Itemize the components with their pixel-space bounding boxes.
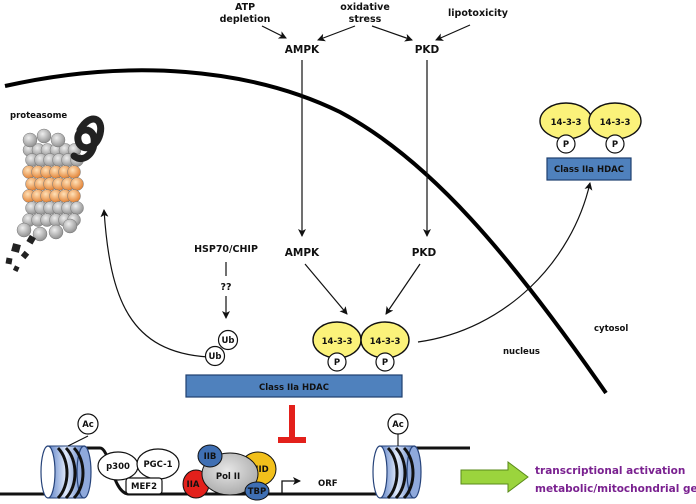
phospho-circle-4 <box>375 352 395 372</box>
tbp-label: TBP <box>248 487 267 497</box>
phospho-circle-3 <box>327 352 347 372</box>
ac-label-right: Ac <box>392 420 404 430</box>
outcome-line-1: transcriptional activation <box>535 465 685 477</box>
hdac-label-nucleus: Class IIa HDAC <box>259 383 329 393</box>
nucleosome-right: Ac <box>372 413 422 500</box>
ampk-top-label: AMPK <box>285 44 320 56</box>
transcription-start-arrow <box>281 477 301 494</box>
acetyl-tail-left <box>67 435 89 447</box>
phospho-label-1: P <box>563 140 569 150</box>
mef2-label: MEF2 <box>131 482 157 492</box>
phospho-label-4: P <box>382 358 388 368</box>
oxidative-label: oxidative <box>340 2 390 13</box>
hdac-box-nucleus <box>185 374 403 398</box>
ubiquitin-circle-2 <box>204 345 226 367</box>
lipotoxicity-label: lipotoxicity <box>448 8 509 19</box>
pkd-top-label: PKD <box>415 44 440 56</box>
atp-label: ATP <box>235 2 255 13</box>
stress-to-ampk-arrow <box>317 25 356 42</box>
ac-label-left: Ac <box>82 420 94 430</box>
cytosol-label: cytosol <box>594 324 628 334</box>
stimulus-oxidative-stress: oxidative stress <box>340 2 390 25</box>
adapter-label-2: 14-3-3 <box>600 118 631 128</box>
ampk-mid-label: AMPK <box>285 247 320 259</box>
ub-label-1: Ub <box>222 336 235 346</box>
stress-label: stress <box>349 14 382 25</box>
pkd-phosphorylation-arrow <box>385 263 421 315</box>
ub-label-2: Ub <box>209 352 222 362</box>
nuclear-export-arrow <box>417 182 593 343</box>
depletion-label: depletion <box>220 14 271 25</box>
hsp70-chip-label: HSP70/CHIP <box>194 244 258 255</box>
adapter-label-4: 14-3-3 <box>370 337 401 347</box>
iia-label: IIA <box>187 480 200 490</box>
acetyl-circle-left <box>77 413 99 435</box>
phospho-label-3: P <box>334 358 340 368</box>
nucleosome-left: Ac <box>40 413 99 500</box>
hdac-label-cytosol: Class IIa HDAC <box>554 165 624 175</box>
iib-shape <box>197 444 223 468</box>
nuclear-envelope <box>4 68 608 395</box>
inhibition-symbol <box>278 405 306 443</box>
phospho-circle-2 <box>605 134 625 154</box>
stimulus-atp-depletion: ATP depletion <box>220 2 271 25</box>
proteasome-icon <box>5 115 105 272</box>
outcome-arrow-icon <box>460 461 529 493</box>
mef2-shape <box>125 477 163 495</box>
outcome-line-2: metabolic/mitochondrial genes <box>535 483 696 495</box>
cytosolic-hdac-complex: 14-3-3 14-3-3 P P Class IIa HDAC <box>539 102 642 181</box>
orf-label: ORF <box>318 479 338 489</box>
unknown-step-label: ?? <box>220 282 231 293</box>
proteasome-label: proteasome <box>10 111 67 121</box>
nuclear-14-3-3-complex: 14-3-3 14-3-3 P P <box>312 321 410 372</box>
iib-label: IIB <box>204 452 217 462</box>
pol-ii-label: Pol II <box>216 472 240 482</box>
iid-label: IID <box>255 465 268 475</box>
nucleus-label: nucleus <box>503 347 540 357</box>
ubiquitin-circle-1 <box>217 329 239 351</box>
adapter-label-3: 14-3-3 <box>322 337 353 347</box>
phospho-label-2: P <box>612 140 618 150</box>
tbp-shape <box>244 481 270 501</box>
acetyl-circle-right <box>387 413 409 435</box>
ampk-phosphorylation-arrow <box>304 263 348 315</box>
p300-label: p300 <box>106 462 130 472</box>
hdac-box-cytosol <box>546 157 632 181</box>
pkd-mid-label: PKD <box>412 247 437 259</box>
atp-to-ampk-arrow <box>261 25 287 39</box>
degradation-arrow <box>100 209 209 358</box>
adapter-label-1: 14-3-3 <box>551 118 582 128</box>
lipotoxicity-to-pkd-arrow <box>435 24 471 41</box>
pgc1-label: PGC-1 <box>143 460 172 470</box>
phospho-circle-1 <box>556 134 576 154</box>
stress-to-pkd-arrow <box>371 25 413 42</box>
